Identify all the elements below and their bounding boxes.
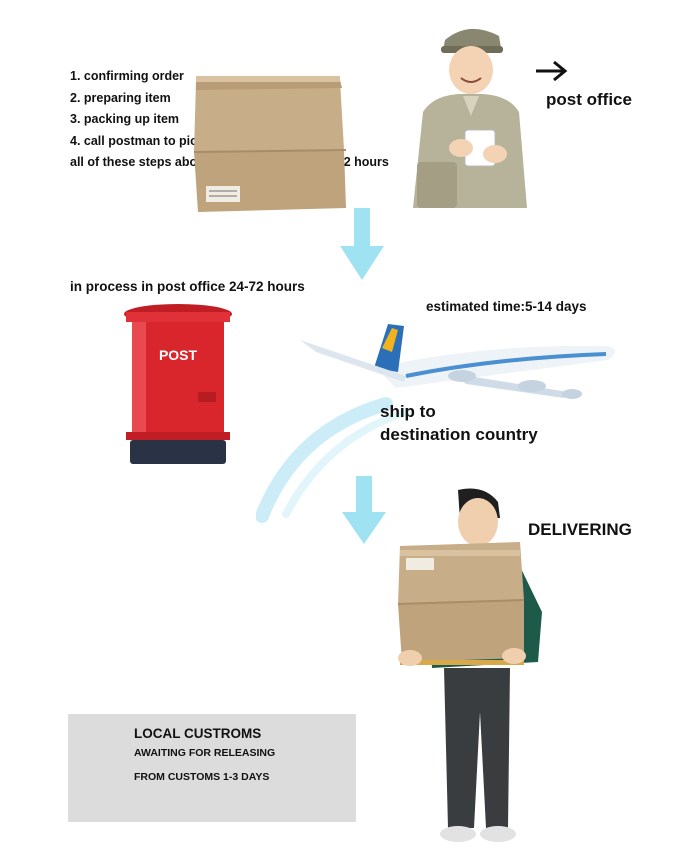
delivering-label: DELIVERING xyxy=(528,520,632,539)
customs-title: LOCAL CUSTROMS xyxy=(134,726,262,741)
right-arrow-icon xyxy=(536,60,568,82)
customs-line-1: AWAITING FOR RELEASING xyxy=(134,747,276,759)
package-box-icon xyxy=(193,76,347,212)
delivery-man-icon xyxy=(397,488,542,842)
estimated-time-label: estimated time:5-14 days xyxy=(426,299,587,314)
airplane-icon xyxy=(256,324,615,523)
post-office-label: post office xyxy=(546,90,632,109)
post-office-process-label: in process in post office 24-72 hours xyxy=(70,279,305,294)
customs-line-2: FROM CUSTOMS 1-3 DAYS xyxy=(134,771,270,783)
postman-icon xyxy=(413,28,527,208)
local-customs-panel: LOCAL CUSTROMS AWAITING FOR RELEASING FR… xyxy=(68,714,356,822)
step-item: 1. confirming order xyxy=(70,69,184,83)
order-steps-list: 1. confirming order 2. preparing item 3.… xyxy=(70,66,389,174)
down-arrow-icon xyxy=(342,476,386,544)
ship-label-line1: ship to xyxy=(380,402,436,421)
mailbox-sign: POST xyxy=(159,347,198,363)
step-item: 4. call postman to pick up xyxy=(70,133,223,148)
mailbox-icon: POST xyxy=(124,304,232,464)
step-item: 3. packing up item xyxy=(70,112,180,126)
ship-label-line2: destination country xyxy=(380,425,538,444)
step-item: 2. preparing item xyxy=(70,90,171,105)
down-arrow-icon xyxy=(340,208,384,280)
